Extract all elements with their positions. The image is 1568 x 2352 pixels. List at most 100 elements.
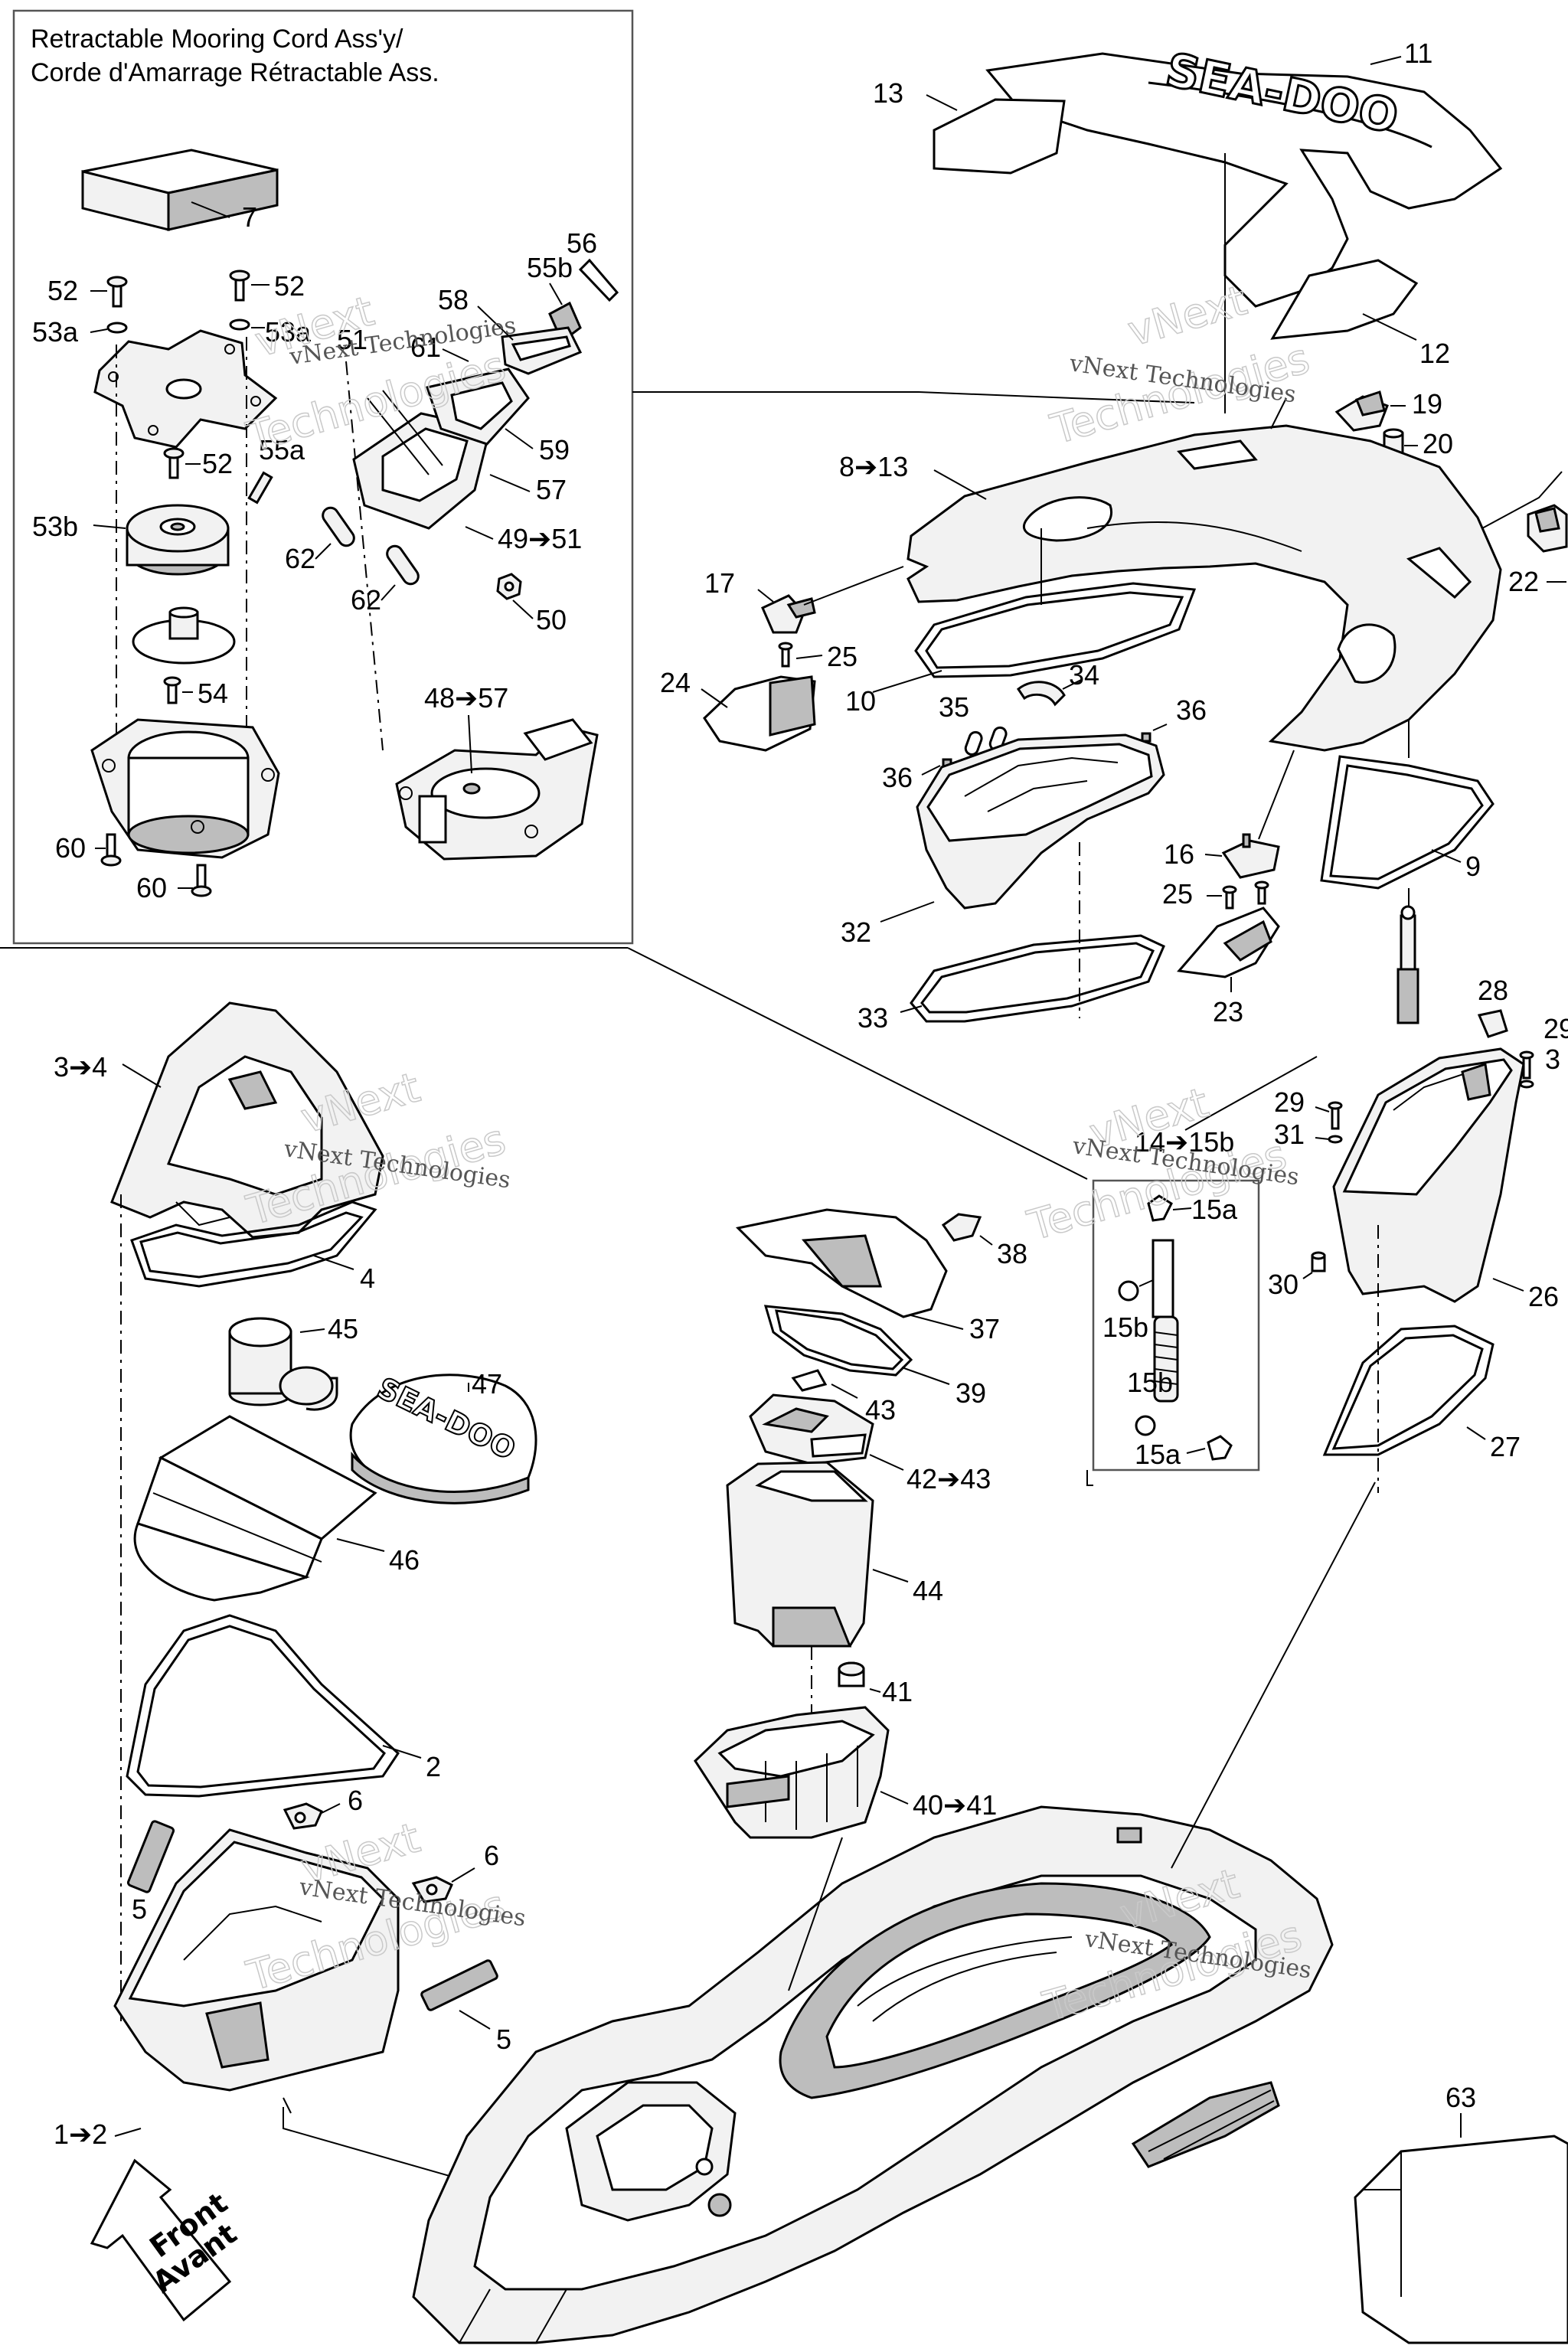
label-7: 7 — [242, 201, 257, 233]
part-15b-clip-bottom — [1135, 1415, 1156, 1436]
part-52-screw-right — [229, 270, 250, 331]
part-3-front-lid — [110, 1001, 384, 1239]
label-56: 56 — [567, 227, 597, 259]
part-15b-clip-top — [1118, 1280, 1139, 1302]
part-29-screw — [1328, 1101, 1343, 1130]
inset-title-line-1: Retractable Mooring Cord Ass'y/ — [31, 24, 403, 54]
part-33-seal — [910, 934, 1165, 1023]
label-43: 43 — [865, 1394, 896, 1426]
part-48-assembled-reel — [395, 718, 599, 861]
inset-box-gas-spring — [1092, 1179, 1260, 1472]
label-63: 63 — [1446, 2082, 1476, 2113]
label-53a-left: 53a — [32, 316, 79, 348]
label-15b-bottom: 15b — [1127, 1367, 1173, 1398]
part-40-inner-bin — [694, 1706, 890, 1839]
part-5-strip-upper — [126, 1820, 175, 1893]
label-50: 50 — [536, 604, 567, 635]
label-32: 32 — [841, 916, 871, 948]
part-58-cleat — [501, 326, 583, 375]
label-25-upper: 25 — [827, 641, 858, 672]
label-60-right: 60 — [136, 872, 167, 903]
front-direction-arrow: Front Avant — [90, 2158, 243, 2322]
part-6-clip-upper — [283, 1802, 323, 1830]
label-22-right: 22 — [1508, 566, 1539, 597]
part-53b-reel-drum — [126, 504, 230, 576]
part-60-screw-left — [100, 833, 122, 867]
part-47-cover-decal: SEA-DOO — [349, 1370, 537, 1504]
part-17-latch-hook — [761, 594, 816, 634]
label-17: 17 — [704, 567, 735, 599]
label-52-right: 52 — [274, 270, 305, 302]
label-42-43: 42➔43 — [906, 1463, 991, 1494]
label-15a-top: 15a — [1191, 1194, 1238, 1225]
part-34-clip — [1016, 681, 1066, 707]
part-42-console — [749, 1393, 874, 1465]
label-33: 33 — [858, 1002, 888, 1034]
label-19: 19 — [1412, 388, 1442, 420]
label-54: 54 — [198, 678, 228, 709]
label-57: 57 — [536, 474, 567, 505]
part-44-sleeve — [726, 1461, 874, 1648]
label-15b-top: 15b — [1102, 1312, 1148, 1343]
part-15a-ball-stud-bottom — [1207, 1435, 1233, 1461]
part-16-latch-plate — [1221, 833, 1280, 879]
part-10-seal — [914, 582, 1197, 678]
part-22-latch-right — [1527, 504, 1568, 553]
label-37: 37 — [969, 1313, 1000, 1344]
label-31: 31 — [1274, 1119, 1305, 1150]
label-35: 35 — [939, 691, 969, 723]
label-2: 2 — [426, 1751, 441, 1782]
label-48-57: 48➔57 — [424, 682, 508, 714]
part-8-storage-cover — [906, 424, 1502, 752]
part-46-mesh-bag — [133, 1415, 377, 1602]
part-30-grommet — [1311, 1251, 1326, 1272]
label-58: 58 — [438, 284, 469, 315]
part-13-decal-small — [933, 98, 1066, 175]
inset-box-mooring-cord — [12, 9, 634, 945]
label-26: 26 — [1528, 1281, 1559, 1312]
label-62-lower: 62 — [351, 584, 381, 616]
part-28-cap — [1477, 1009, 1508, 1038]
label-4: 4 — [360, 1263, 375, 1294]
part-54-screw — [163, 676, 181, 704]
label-34: 34 — [1069, 659, 1099, 691]
label-59: 59 — [539, 434, 570, 466]
part-cleat-hinge-assembly — [352, 368, 530, 530]
label-24: 24 — [660, 667, 691, 698]
part-2-seal — [126, 1614, 400, 1798]
part-52-screw-mid — [163, 447, 185, 479]
part-56-clip — [578, 258, 619, 302]
label-62-upper: 62 — [285, 543, 315, 574]
label-6-upper: 6 — [348, 1785, 363, 1816]
part-50-nut — [496, 573, 522, 600]
part-23-bracket — [1177, 906, 1280, 992]
label-23: 23 — [1213, 996, 1243, 1027]
label-46: 46 — [389, 1544, 420, 1576]
label-49-51: 49➔51 — [498, 523, 582, 554]
part-32-storage-bin — [916, 733, 1165, 1018]
label-10: 10 — [845, 685, 876, 717]
part-37-glove-box-lid — [735, 1208, 948, 1318]
label-55b: 55b — [527, 252, 573, 283]
part-19-latch — [1334, 390, 1389, 432]
part-6-clip-lower — [411, 1876, 453, 1903]
label-55a: 55a — [259, 434, 305, 466]
part-gas-spring — [1396, 905, 1419, 1024]
inset-title-line-2: Corde d'Amarrage Rétractable Ass. — [31, 58, 439, 87]
part-30-washer-right — [1519, 1080, 1534, 1089]
part-31-washer — [1328, 1135, 1343, 1144]
part-45-filter — [228, 1317, 338, 1411]
label-38: 38 — [997, 1238, 1027, 1269]
part-spring-cassette — [132, 606, 236, 665]
label-47: 47 — [472, 1368, 502, 1400]
part-25-screw-upper — [778, 642, 793, 668]
part-1-front-storage-bin — [113, 1828, 400, 2092]
label-39: 39 — [956, 1377, 986, 1409]
part-24-bracket — [703, 675, 816, 752]
label-5-lower: 5 — [496, 2024, 511, 2055]
part-15a-ball-stud-top — [1147, 1194, 1173, 1222]
label-36-right: 36 — [1176, 694, 1207, 726]
label-5-upper: 5 — [132, 1893, 147, 1925]
part-4-seal — [130, 1200, 377, 1288]
